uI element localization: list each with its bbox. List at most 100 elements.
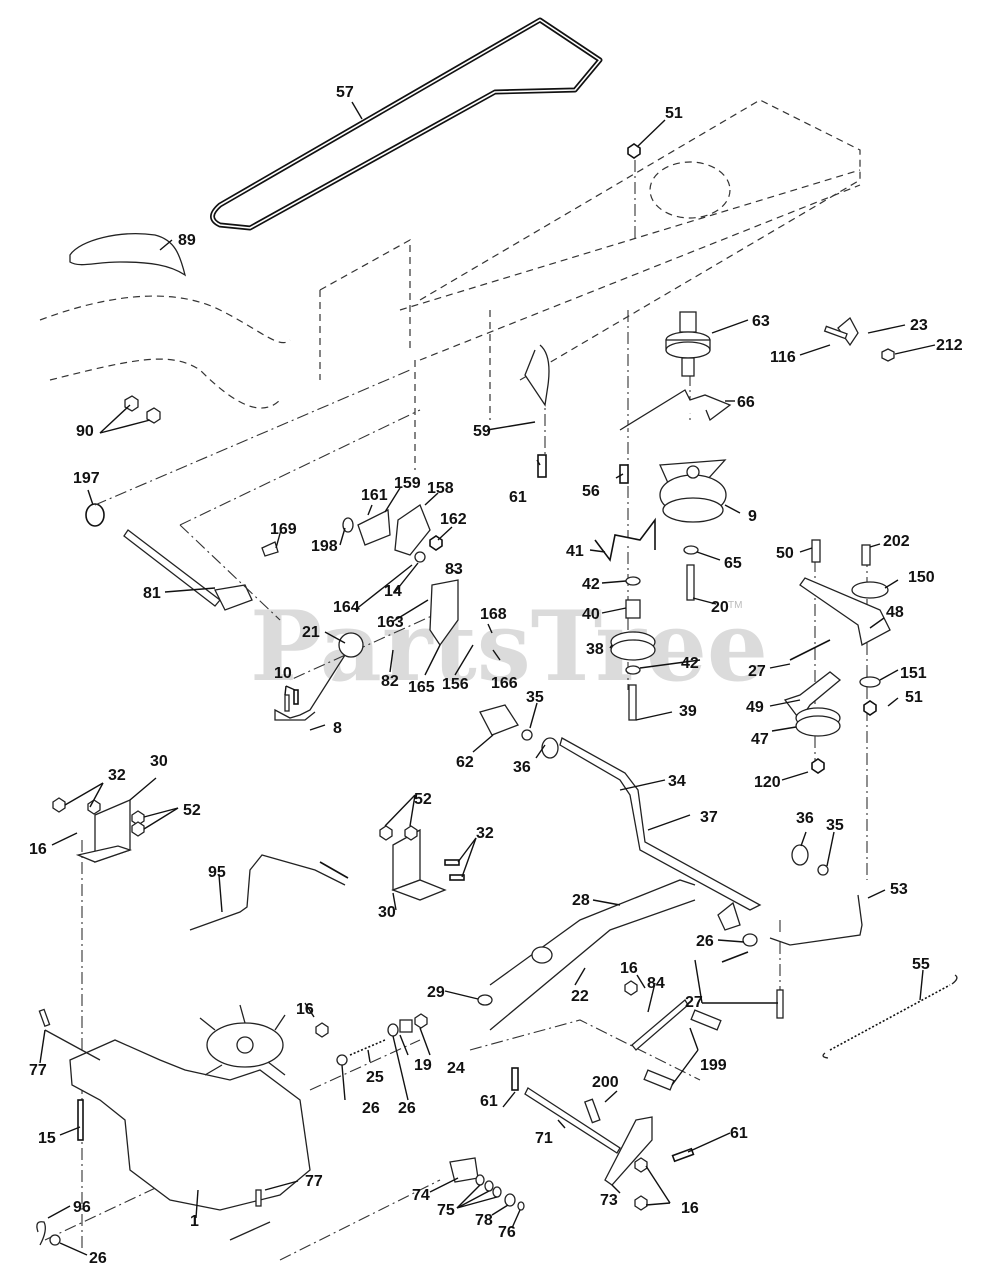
callout-77[interactable]: 77 <box>29 1062 47 1079</box>
callout-30b[interactable]: 30 <box>378 904 396 921</box>
callout-66[interactable]: 66 <box>737 394 755 411</box>
callout-26[interactable]: 26 <box>696 933 714 950</box>
callout-75[interactable]: 75 <box>437 1202 455 1219</box>
callout-20[interactable]: 20 <box>711 599 729 616</box>
callout-29[interactable]: 29 <box>427 984 445 1001</box>
callout-15[interactable]: 15 <box>38 1130 56 1147</box>
callout-25[interactable]: 25 <box>366 1069 384 1086</box>
callout-41[interactable]: 41 <box>566 543 584 560</box>
callout-158[interactable]: 158 <box>427 480 454 497</box>
callout-16b[interactable]: 16 <box>620 960 638 977</box>
callout-89[interactable]: 89 <box>178 232 196 249</box>
callout-166[interactable]: 166 <box>491 675 518 692</box>
callout-36[interactable]: 36 <box>513 759 531 776</box>
callout-32[interactable]: 32 <box>108 767 126 784</box>
callout-27[interactable]: 27 <box>748 663 766 680</box>
callout-159[interactable]: 159 <box>394 475 421 492</box>
rod-53 <box>769 894 863 946</box>
callout-168[interactable]: 168 <box>480 606 507 623</box>
callout-156[interactable]: 156 <box>442 676 469 693</box>
callout-35b[interactable]: 35 <box>826 817 844 834</box>
callout-73[interactable]: 73 <box>600 1192 618 1209</box>
callout-16[interactable]: 16 <box>29 841 47 858</box>
callout-150[interactable]: 150 <box>908 569 935 586</box>
callout-96[interactable]: 96 <box>73 1199 91 1216</box>
callout-48[interactable]: 48 <box>886 604 904 621</box>
callout-39[interactable]: 39 <box>679 703 697 720</box>
callout-71[interactable]: 71 <box>535 1130 553 1147</box>
callout-202[interactable]: 202 <box>883 533 910 550</box>
callout-32b[interactable]: 32 <box>476 825 494 842</box>
callout-116[interactable]: 116 <box>770 349 796 366</box>
callout-51[interactable]: 51 <box>665 105 683 122</box>
callout-197[interactable]: 197 <box>73 470 100 487</box>
callout-9[interactable]: 9 <box>748 508 757 525</box>
callout-47[interactable]: 47 <box>751 731 769 748</box>
callout-38[interactable]: 38 <box>586 641 604 658</box>
callout-59[interactable]: 59 <box>473 423 491 440</box>
callout-62[interactable]: 62 <box>456 754 474 771</box>
callout-53[interactable]: 53 <box>890 881 908 898</box>
callout-26d[interactable]: 26 <box>89 1250 107 1267</box>
callout-78[interactable]: 78 <box>475 1212 493 1229</box>
callout-24[interactable]: 24 <box>447 1060 465 1077</box>
callout-51b[interactable]: 51 <box>905 689 923 706</box>
callout-90[interactable]: 90 <box>76 423 94 440</box>
callout-83[interactable]: 83 <box>445 561 463 578</box>
callout-84[interactable]: 84 <box>647 975 665 992</box>
callout-61c[interactable]: 61 <box>730 1125 748 1142</box>
callout-61b[interactable]: 61 <box>480 1093 498 1110</box>
shift-lever-8 <box>274 654 346 721</box>
callout-8[interactable]: 8 <box>333 720 342 737</box>
callout-49[interactable]: 49 <box>746 699 764 716</box>
callout-76[interactable]: 76 <box>498 1224 516 1241</box>
callout-26c[interactable]: 26 <box>398 1100 416 1117</box>
callout-77b[interactable]: 77 <box>305 1173 323 1190</box>
callout-52b[interactable]: 52 <box>414 791 432 808</box>
callout-36b[interactable]: 36 <box>796 810 814 827</box>
callout-198[interactable]: 198 <box>311 538 338 555</box>
callout-10[interactable]: 10 <box>274 665 292 682</box>
callout-165[interactable]: 165 <box>408 679 435 696</box>
callout-120[interactable]: 120 <box>754 774 781 791</box>
callout-212[interactable]: 212 <box>936 337 963 354</box>
callout-30[interactable]: 30 <box>150 753 168 770</box>
callout-161[interactable]: 161 <box>361 487 388 504</box>
callout-200[interactable]: 200 <box>592 1074 619 1091</box>
callout-56[interactable]: 56 <box>582 483 600 500</box>
callout-199[interactable]: 199 <box>700 1057 727 1074</box>
callout-37[interactable]: 37 <box>700 809 718 826</box>
callout-52[interactable]: 52 <box>183 802 201 819</box>
callout-74[interactable]: 74 <box>412 1187 430 1204</box>
callout-22[interactable]: 22 <box>571 988 589 1005</box>
callout-151[interactable]: 151 <box>900 665 927 682</box>
callout-28[interactable]: 28 <box>572 892 590 909</box>
callout-16d[interactable]: 16 <box>681 1200 699 1217</box>
callout-21[interactable]: 21 <box>302 624 320 641</box>
callout-50[interactable]: 50 <box>776 545 794 562</box>
callout-16c[interactable]: 16 <box>296 1001 314 1018</box>
callout-164[interactable]: 164 <box>333 599 360 616</box>
callout-23[interactable]: 23 <box>910 317 928 334</box>
callout-1[interactable]: 1 <box>190 1213 199 1230</box>
callout-163[interactable]: 163 <box>377 614 404 631</box>
callout-162[interactable]: 162 <box>440 511 467 528</box>
callout-14[interactable]: 14 <box>384 583 402 600</box>
callout-35[interactable]: 35 <box>526 689 544 706</box>
callout-63[interactable]: 63 <box>752 313 770 330</box>
callout-55[interactable]: 55 <box>912 956 930 973</box>
callout-57[interactable]: 57 <box>336 84 354 101</box>
callout-42[interactable]: 42 <box>582 576 600 593</box>
callout-42b[interactable]: 42 <box>681 655 699 672</box>
callout-26b[interactable]: 26 <box>362 1100 380 1117</box>
callout-65[interactable]: 65 <box>724 555 742 572</box>
callout-82[interactable]: 82 <box>381 673 399 690</box>
callout-61[interactable]: 61 <box>509 489 527 506</box>
callout-169[interactable]: 169 <box>270 521 297 538</box>
callout-81[interactable]: 81 <box>143 585 161 602</box>
callout-27b[interactable]: 27 <box>685 994 703 1011</box>
callout-34[interactable]: 34 <box>668 773 686 790</box>
callout-40[interactable]: 40 <box>582 606 600 623</box>
callout-19[interactable]: 19 <box>414 1057 432 1074</box>
callout-95[interactable]: 95 <box>208 864 226 881</box>
